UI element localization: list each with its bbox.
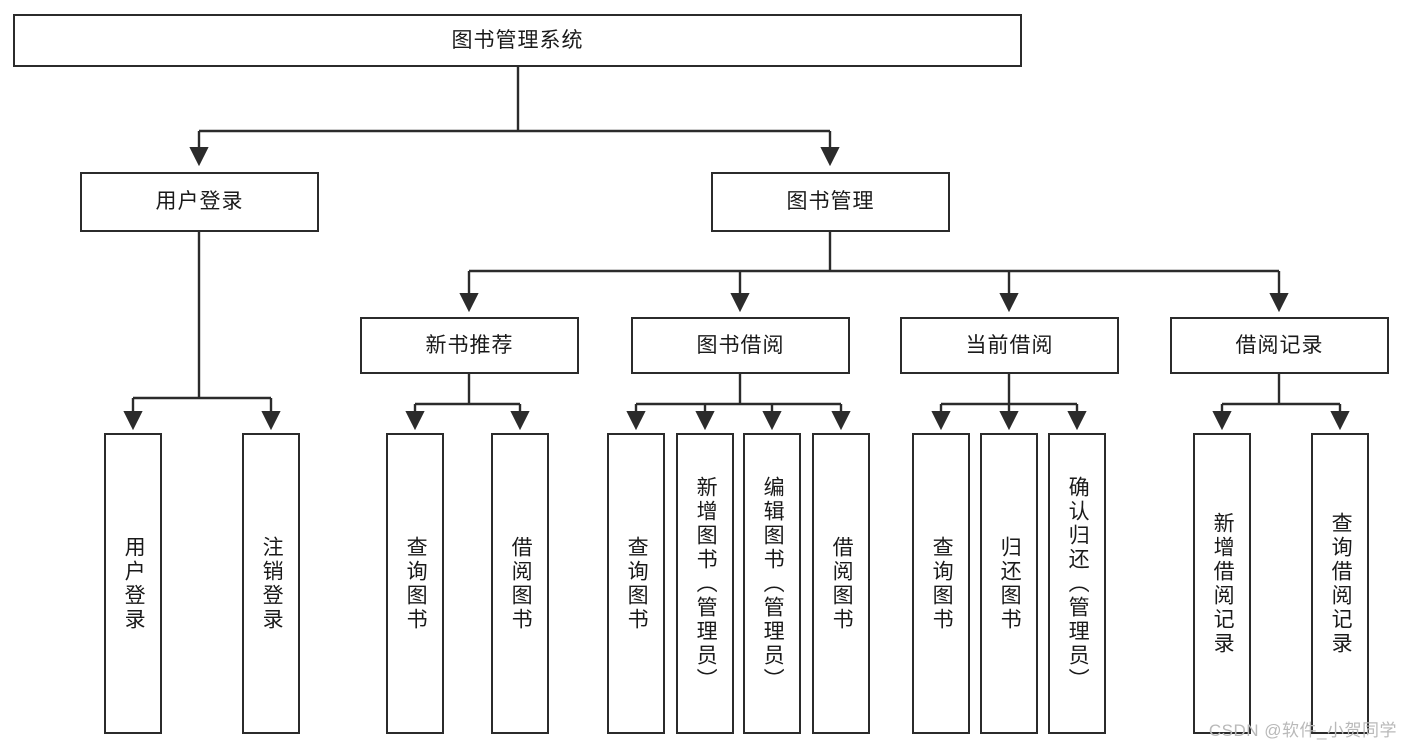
node-leaf-query-book-3-label: 查询图书 xyxy=(930,535,954,632)
node-book-borrow-label: 图书借阅 xyxy=(696,333,785,357)
node-leaf-logout-login[interactable]: 注销登录 xyxy=(242,433,300,734)
node-leaf-query-book-1[interactable]: 查询图书 xyxy=(386,433,444,734)
node-leaf-edit-book-label: 编辑图书（管理员） xyxy=(761,475,785,692)
node-leaf-confirm-return-label: 确认归还（管理员） xyxy=(1066,475,1090,692)
node-borrow-record[interactable]: 借阅记录 xyxy=(1170,317,1389,374)
node-leaf-add-record[interactable]: 新增借阅记录 xyxy=(1193,433,1251,734)
node-leaf-query-book-2[interactable]: 查询图书 xyxy=(607,433,665,734)
node-leaf-query-book-1-label: 查询图书 xyxy=(404,535,428,632)
node-leaf-return-book-label: 归还图书 xyxy=(998,535,1022,632)
node-leaf-logout-login-label: 注销登录 xyxy=(260,535,284,632)
node-leaf-query-record[interactable]: 查询借阅记录 xyxy=(1311,433,1369,734)
node-leaf-borrow-book-2[interactable]: 借阅图书 xyxy=(812,433,870,734)
node-book-borrow[interactable]: 图书借阅 xyxy=(631,317,850,374)
node-root-label: 图书管理系统 xyxy=(451,28,584,52)
node-leaf-borrow-book-1[interactable]: 借阅图书 xyxy=(491,433,549,734)
node-book-manage[interactable]: 图书管理 xyxy=(711,172,950,232)
node-borrow-record-label: 借阅记录 xyxy=(1235,333,1324,357)
node-leaf-return-book[interactable]: 归还图书 xyxy=(980,433,1038,734)
node-user-login-label: 用户登录 xyxy=(155,190,244,214)
node-leaf-add-record-label: 新增借阅记录 xyxy=(1211,511,1235,656)
node-leaf-confirm-return[interactable]: 确认归还（管理员） xyxy=(1048,433,1106,734)
node-leaf-borrow-book-1-label: 借阅图书 xyxy=(509,535,533,632)
node-root[interactable]: 图书管理系统 xyxy=(13,14,1022,67)
node-leaf-query-book-3[interactable]: 查询图书 xyxy=(912,433,970,734)
node-leaf-user-login-label: 用户登录 xyxy=(122,535,146,632)
csdn-watermark: CSDN @软件_小贺同学 xyxy=(1208,721,1397,740)
node-leaf-query-book-2-label: 查询图书 xyxy=(625,535,649,632)
node-new-book-recommend[interactable]: 新书推荐 xyxy=(360,317,579,374)
node-book-manage-label: 图书管理 xyxy=(786,190,875,214)
node-leaf-edit-book[interactable]: 编辑图书（管理员） xyxy=(743,433,801,734)
node-leaf-query-record-label: 查询借阅记录 xyxy=(1329,511,1353,656)
node-leaf-add-book[interactable]: 新增图书（管理员） xyxy=(676,433,734,734)
node-leaf-borrow-book-2-label: 借阅图书 xyxy=(830,535,854,632)
node-user-login[interactable]: 用户登录 xyxy=(80,172,319,232)
node-current-borrow-label: 当前借阅 xyxy=(965,333,1054,357)
node-new-book-recommend-label: 新书推荐 xyxy=(425,333,514,357)
node-leaf-add-book-label: 新增图书（管理员） xyxy=(694,475,718,692)
node-current-borrow[interactable]: 当前借阅 xyxy=(900,317,1119,374)
node-leaf-user-login[interactable]: 用户登录 xyxy=(104,433,162,734)
